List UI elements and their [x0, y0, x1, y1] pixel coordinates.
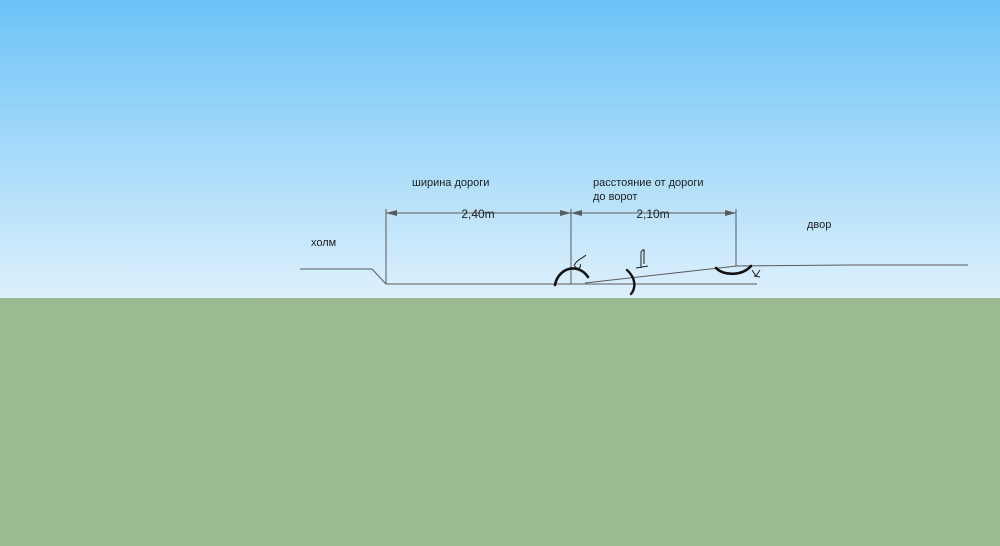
- label-distance-line2: до ворот: [593, 191, 638, 203]
- dimension-arrow-right: [725, 210, 736, 216]
- sketch-scribble-2: [635, 249, 649, 269]
- yard-profile-line: [736, 264, 968, 267]
- sketch-arc-gate: [714, 264, 753, 276]
- dimension-arrow-left: [571, 210, 582, 216]
- label-distance-line1: расстояние от дороги: [593, 177, 704, 189]
- label-yard: двор: [807, 219, 832, 231]
- sky: [0, 0, 1000, 298]
- label-hill: холм: [311, 237, 337, 249]
- label-road-width: ширина дороги: [412, 177, 490, 189]
- dimension-value-distance: 2,10m: [636, 207, 670, 221]
- sketch-arc-road-edge: [553, 267, 590, 287]
- sketch-scribble-3: [751, 269, 761, 278]
- dimension-value-road-width: 2,40m: [461, 207, 495, 221]
- sketch-curve-mid: [625, 268, 636, 296]
- dimension-arrow-left: [386, 210, 397, 216]
- driveway-slope-line: [584, 265, 738, 284]
- ground: [0, 298, 1000, 546]
- sketch-scribble-1: [573, 254, 587, 269]
- dimension-arrow-right: [560, 210, 571, 216]
